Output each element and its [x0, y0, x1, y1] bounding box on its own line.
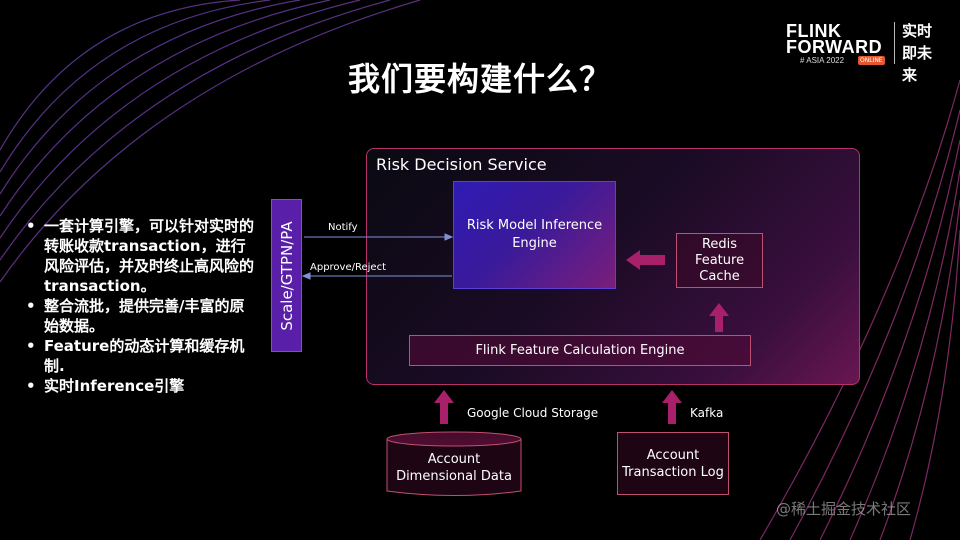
kafka-label: Kafka	[690, 406, 724, 420]
watermark: @稀土掘金技术社区	[776, 500, 912, 518]
flink-label: Flink Feature Calculation Engine	[475, 343, 685, 358]
redis-cache-box: Redis Feature Cache	[676, 233, 763, 288]
bullet-item: 一套计算引擎，可以针对实时的转账收款transaction，进行风险评估，并及时…	[24, 216, 256, 296]
approve-label: Approve/Reject	[310, 262, 386, 273]
logo-divider	[894, 22, 895, 64]
account-transaction-log: Account Transaction Log	[617, 432, 729, 495]
logo-badge: ONLINE	[858, 56, 885, 65]
gcs-label: Google Cloud Storage	[467, 406, 599, 420]
flink-engine-box: Flink Feature Calculation Engine	[409, 335, 751, 366]
log-label: Account Transaction Log	[622, 447, 724, 480]
logo-cn: 实时即未来	[902, 22, 933, 84]
bullet-item: Feature的动态计算和缓存机制.	[24, 336, 256, 376]
logo-sub: # ASIA 2022	[800, 56, 845, 65]
gateway-box: Scale/GTPN/PA	[271, 199, 302, 352]
gateway-label: Scale/GTPN/PA	[277, 220, 296, 331]
flink-forward-logo: FLINK FORWARD # ASIA 2022 ONLINE 实时即未来	[782, 20, 932, 84]
logo-line1: FLINK	[786, 21, 842, 41]
bullet-list: 一套计算引擎，可以针对实时的转账收款transaction，进行风险评估，并及时…	[24, 216, 256, 396]
bullet-item: 实时Inference引擎	[24, 376, 256, 396]
logo-line2: FORWARD	[786, 37, 883, 57]
inference-engine-box: Risk Model Inference Engine	[453, 181, 616, 289]
page-title: 我们要构建什么？	[347, 60, 612, 98]
engine-label: Risk Model Inference Engine	[466, 218, 603, 251]
notify-label: Notify	[328, 222, 358, 233]
cache-label: Redis Feature Cache	[694, 236, 745, 284]
storage-label: Account Dimensional Data	[396, 452, 512, 484]
bullet-item: 整合流批，提供完善/丰富的原始数据。	[24, 296, 256, 336]
account-dimensional-data: Account Dimensional Data	[386, 432, 522, 496]
service-label: Risk Decision Service	[376, 155, 547, 174]
